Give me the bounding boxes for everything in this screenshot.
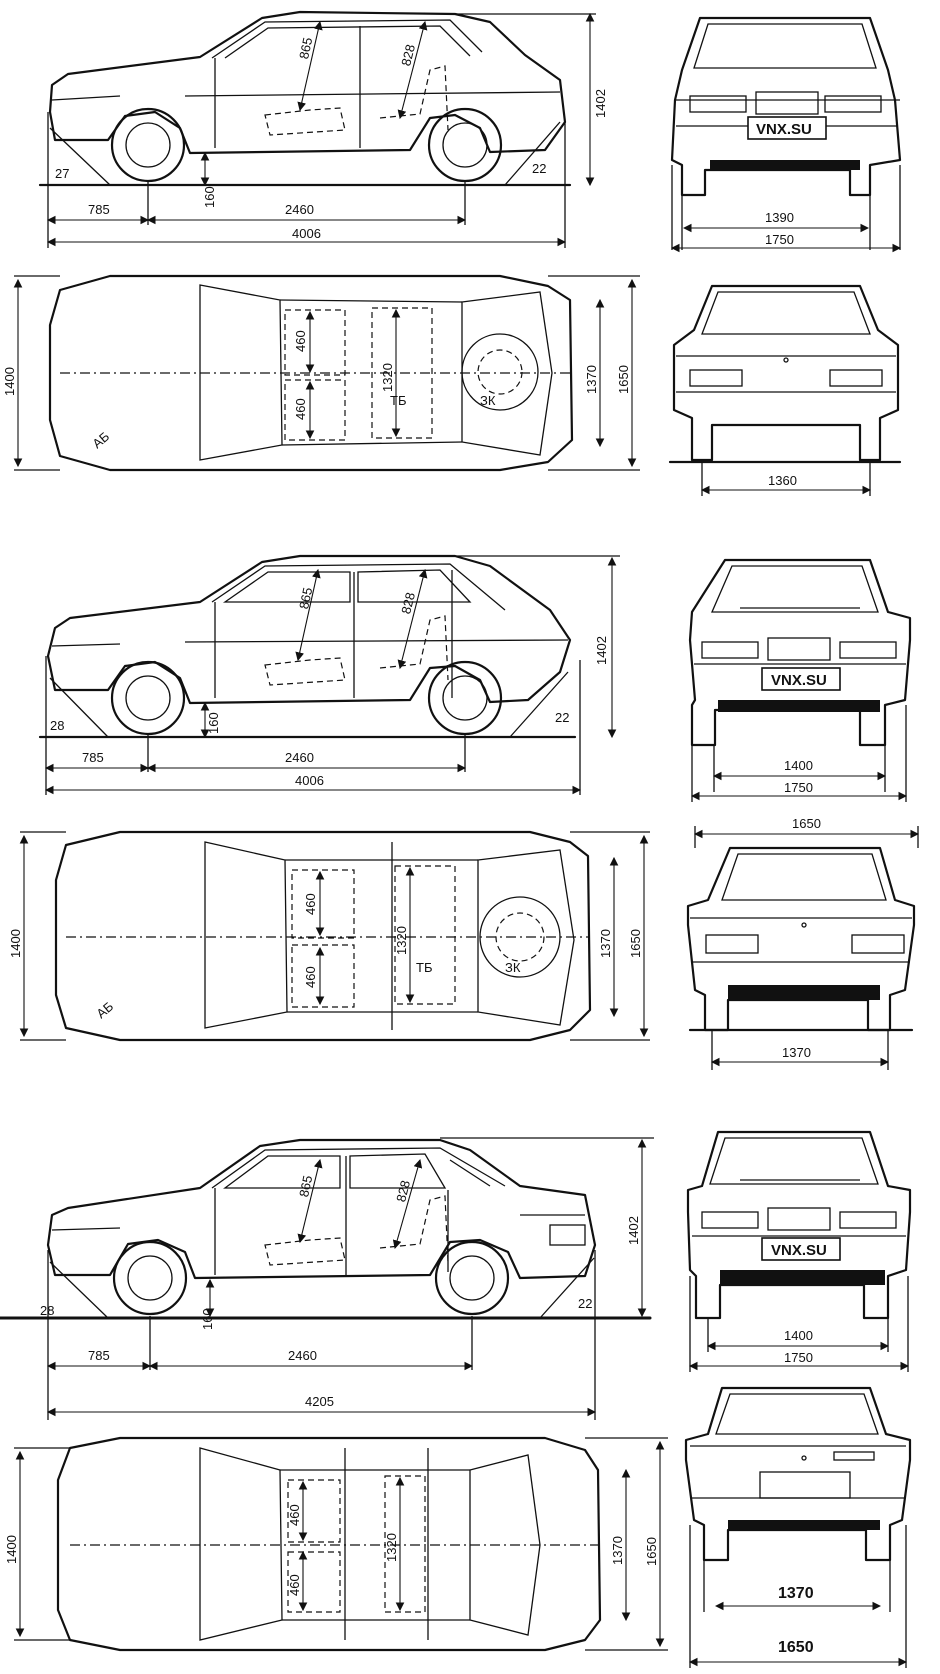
front-overhang-label: 785 xyxy=(88,1348,110,1363)
cabin-length-label: 1320 xyxy=(380,363,395,392)
track-label: 1400 xyxy=(784,1328,813,1343)
license-plate xyxy=(761,667,841,691)
hatch3-rear-view: 1360 xyxy=(668,284,902,496)
rear-legroom-label: 828 xyxy=(398,591,418,616)
sedan-side-view: 865 828 1402 28 22 160 785 2460 4205 xyxy=(0,1137,654,1420)
hatch5-rear-view: 1650 1370 xyxy=(686,816,920,1070)
plate-text: VNX.SU xyxy=(756,121,812,138)
length-label: 4205 xyxy=(305,1394,334,1409)
seat-width-rear-label: 460 xyxy=(293,398,308,420)
overall-width-label: 1400 xyxy=(8,929,23,958)
width-label: 1750 xyxy=(784,780,813,795)
track-label: 1390 xyxy=(765,210,794,225)
label-ab: АБ xyxy=(89,429,112,452)
approach-angle-label: 28 xyxy=(40,1303,54,1318)
front-legroom-label: 865 xyxy=(296,36,315,60)
rear-legroom-label: 828 xyxy=(393,1179,413,1204)
plate-text: VNX.SU xyxy=(771,1242,827,1259)
hatch5-top-view: АБ ТБ ЗК 460 460 1320 1400 1370 1650 xyxy=(8,830,650,1042)
inner-width-label: 1370 xyxy=(598,929,613,958)
departure-angle-label: 22 xyxy=(555,710,569,725)
inner-width-label: 1370 xyxy=(610,1536,625,1565)
rear-track-label: 1360 xyxy=(768,473,797,488)
seat-width-rear-label: 460 xyxy=(287,1574,302,1596)
departure-angle-label: 22 xyxy=(532,161,546,176)
width-label: 1750 xyxy=(784,1350,813,1365)
hatch3-front-view: VNX.SU 1390 1750 xyxy=(670,16,902,253)
height-label: 1402 xyxy=(626,1216,641,1245)
rear-track-label: 1370 xyxy=(778,1585,814,1602)
hatch3-side-view: 865 828 1402 27 22 160 785 2460 4006 xyxy=(38,10,608,248)
seat-width-front-label: 460 xyxy=(287,1504,302,1526)
license-plate xyxy=(747,116,827,140)
seat-width-rear-label: 460 xyxy=(303,966,318,988)
label-tb: ТБ xyxy=(390,393,406,408)
inner-width-label: 1370 xyxy=(584,365,599,394)
departure-angle-label: 22 xyxy=(578,1296,592,1311)
wheelbase-label: 2460 xyxy=(285,750,314,765)
front-legroom-label: 865 xyxy=(296,586,315,610)
label-tb: ТБ xyxy=(416,960,432,975)
hatch5-side-view: 865 828 1402 28 22 160 785 2460 4006 xyxy=(38,554,620,795)
height-label: 1402 xyxy=(594,636,609,665)
ground-clearance-label: 160 xyxy=(202,186,217,208)
overall-width-label: 1400 xyxy=(2,367,17,396)
length-label: 4006 xyxy=(292,226,321,241)
height-label: 1402 xyxy=(593,89,608,118)
label-zk: ЗК xyxy=(480,393,496,408)
sedan-front-view: VNX.SU 1400 1750 xyxy=(686,1130,912,1372)
approach-angle-label: 28 xyxy=(50,718,64,733)
overall-width-label: 1400 xyxy=(4,1535,19,1564)
wheelbase-label: 2460 xyxy=(288,1348,317,1363)
plate-text: VNX.SU xyxy=(771,672,827,689)
outer-width-label: 1650 xyxy=(628,929,643,958)
length-label: 4006 xyxy=(295,773,324,788)
hatch3-top-view: АБ ТБ ЗК 460 460 1320 1400 1370 1650 xyxy=(2,274,640,472)
license-plate xyxy=(761,1237,841,1261)
label-ab: АБ xyxy=(93,999,116,1022)
front-overhang-label: 785 xyxy=(82,750,104,765)
approach-angle-label: 27 xyxy=(55,166,69,181)
sedan-rear-view: 1370 1650 xyxy=(684,1386,912,1668)
outer-width-label: 1650 xyxy=(616,365,631,394)
rear-width-label: 1650 xyxy=(792,816,821,831)
ground-clearance-label: 160 xyxy=(200,1308,215,1330)
cabin-length-label: 1320 xyxy=(384,1533,399,1562)
front-overhang-label: 785 xyxy=(88,202,110,217)
ground-clearance-label: 160 xyxy=(206,712,221,734)
track-label: 1400 xyxy=(784,758,813,773)
seat-width-front-label: 460 xyxy=(293,330,308,352)
label-zk: ЗК xyxy=(505,960,521,975)
rear-track-label: 1370 xyxy=(782,1045,811,1060)
cabin-length-label: 1320 xyxy=(394,926,409,955)
rear-legroom-label: 828 xyxy=(398,43,418,68)
width-label: 1750 xyxy=(765,232,794,247)
outer-width-label: 1650 xyxy=(644,1537,659,1566)
wheelbase-label: 2460 xyxy=(285,202,314,217)
seat-width-front-label: 460 xyxy=(303,893,318,915)
rear-width-label: 1650 xyxy=(778,1639,814,1656)
sedan-top-view: 460 460 1320 1400 1370 1650 xyxy=(4,1436,668,1652)
front-legroom-label: 865 xyxy=(296,1174,315,1198)
hatch5-front-view: VNX.SU 1400 1750 xyxy=(688,558,912,802)
